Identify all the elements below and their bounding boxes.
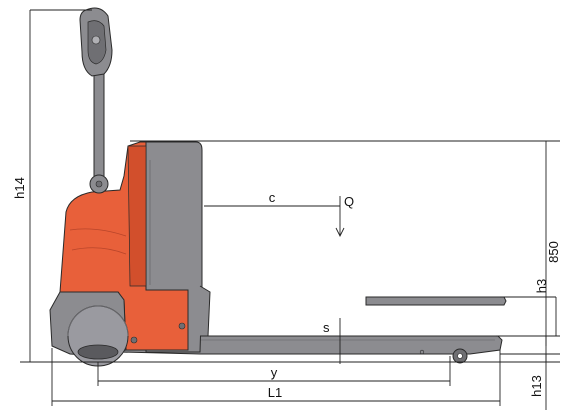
label-c: c [269,190,276,205]
label-y: y [271,365,278,380]
dimension-labels: h14 c Q 850 h3 s y L1 h13 [12,177,561,400]
pallet-truck-drawing [49,7,507,367]
label-850: 850 [546,241,561,263]
raised-fork [365,296,507,306]
label-s: s [323,320,330,335]
label-h14: h14 [12,177,27,199]
label-l1: L1 [268,385,282,400]
label-q: Q [344,194,354,209]
fork-arm [119,335,503,355]
label-h13: h13 [529,375,544,397]
label-h3: h3 [534,279,549,293]
dimension-lines [20,9,560,410]
tiller-arm [93,73,105,181]
